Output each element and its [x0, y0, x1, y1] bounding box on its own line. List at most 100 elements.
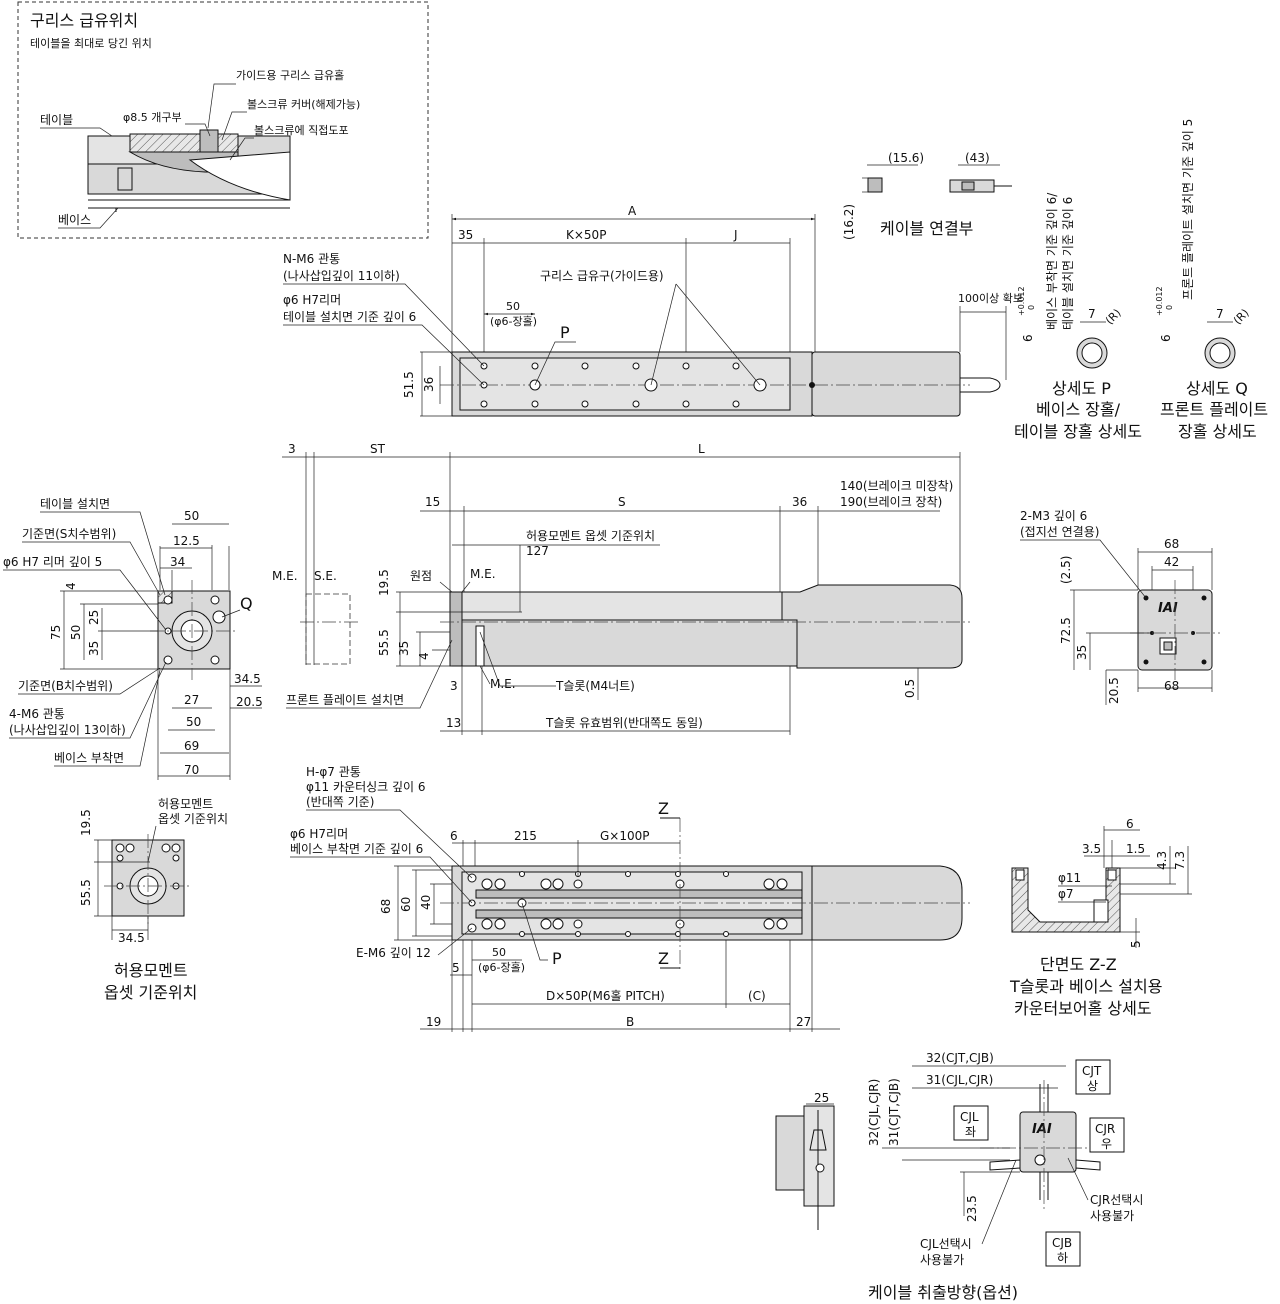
- side-dim-st: ST: [370, 442, 386, 456]
- exit-caption: 케이블 취출방향(옵션): [868, 1283, 1018, 1302]
- grease-label-5: 테이블: [40, 113, 73, 127]
- bottom-dim-40: 40: [419, 895, 433, 910]
- end-dim-35: 35: [87, 641, 101, 656]
- rear-dim-42: 42: [1164, 555, 1179, 569]
- dim-100: 100이상 확보: [958, 292, 1023, 305]
- end-view: 50 12.5 34 4 75 50 25 35 34.5 27 20.5 50…: [3, 497, 263, 780]
- moment-label-2: 옵셋 기준위치: [158, 812, 228, 826]
- end-label-phi6: φ6 H7 리머 깊이 5: [3, 555, 102, 569]
- detail-q-note: 프론트 플레이트 설치면 기준 깊이 5: [1181, 119, 1195, 300]
- grease-label-2: φ8.5 개구부: [123, 111, 182, 124]
- detail-q-tol-up: +0.012: [1155, 286, 1164, 316]
- zz-dim-5: 5: [1129, 940, 1143, 948]
- note-n-m6: N-M6 관통: [283, 252, 340, 266]
- exit-note-cjl-2: 사용불가: [920, 1253, 964, 1267]
- exit-box-cjl-dir: 좌: [965, 1125, 976, 1139]
- dim-35: 35: [458, 228, 473, 242]
- grease-label-6: 베이스: [58, 213, 91, 227]
- label-p-top: P: [560, 323, 570, 342]
- grease-inset: 구리스 급유위치 테이블을 최대로 당긴 위치 가이드용 구리스 급유홀 φ8.…: [17, 1, 429, 239]
- moment-view: 19.5 55.5 34.5 허용모멘트 옵셋 기준위치 허용모멘트 옵셋 기준…: [79, 797, 228, 1002]
- side-label-se: S.E.: [314, 569, 337, 583]
- rear-label-m3: 2-M3 깊이 6: [1020, 509, 1087, 523]
- end-label-table: 테이블 설치면: [40, 497, 110, 511]
- exit-box-cjb: CJB: [1052, 1236, 1072, 1250]
- exit-box-cjt-dir: 상: [1087, 1079, 1098, 1093]
- note-phi6: φ6 H7리머: [283, 293, 341, 307]
- zz-dim-4-3: 4.3: [1155, 851, 1169, 870]
- exit-note-cjr-1: CJR선택시: [1090, 1193, 1143, 1207]
- bottom-dim-5: 5: [452, 961, 460, 975]
- end-label-q: Q: [240, 594, 253, 613]
- side-label-front: 프론트 플레이트 설치면: [286, 693, 404, 707]
- moment-dim-19-5: 19.5: [79, 809, 93, 836]
- detail-p-caption-3: 테이블 장홀 상세도: [1014, 422, 1142, 441]
- bottom-dim-c: (C): [748, 989, 766, 1003]
- exit-box-cjr: CJR: [1095, 1122, 1115, 1136]
- detail-q-caption-1: 상세도 Q: [1186, 379, 1248, 398]
- end-label-base: 베이스 부착면: [54, 751, 124, 765]
- zz-dim-1-5: 1.5: [1126, 842, 1145, 856]
- moment-caption-2: 옵셋 기준위치: [104, 983, 197, 1002]
- detail-q-dim-7: 7: [1216, 307, 1224, 321]
- rear-dim-35: 35: [1075, 645, 1089, 660]
- end-dim-50b: 50: [186, 715, 201, 729]
- moment-label-1: 허용모멘트: [158, 797, 213, 811]
- zz-dim-phi7: φ7: [1058, 887, 1074, 901]
- end-label-ref-s: 기준면(S치수범위): [22, 527, 116, 541]
- exit-dim-32-cjl: 32(CJL,CJR): [867, 1079, 881, 1146]
- top-view: A 35 K×50P J 100이상 확보: [283, 204, 1023, 417]
- side-dim-3b: 3: [450, 679, 458, 693]
- side-dim-35: 35: [397, 641, 411, 656]
- zz-dim-phi11: φ11: [1058, 871, 1081, 885]
- end-dim-34-5: 34.5: [234, 672, 261, 686]
- end-label-4m6-depth: (나사삽입깊이 13이하): [9, 723, 126, 737]
- exit-note-cjl-1: CJL선택시: [920, 1237, 972, 1251]
- end-dim-34: 34: [170, 555, 185, 569]
- zz-dim-7-3: 7.3: [1173, 851, 1187, 870]
- bottom-dim-19: 19: [426, 1015, 441, 1029]
- side-label-tslot: T슬롯(M4너트): [555, 679, 635, 693]
- side-dim-0-5: 0.5: [903, 679, 917, 698]
- exit-dim-25: 25: [814, 1091, 829, 1105]
- bottom-view: Z Z 6 215 G×100P 68 60 40 H-φ7 관통 φ11 카운…: [290, 765, 970, 1032]
- detail-q-caption-2: 프론트 플레이트: [1160, 400, 1268, 419]
- side-dim-15: 15: [425, 495, 440, 509]
- bottom-label-z-top: Z: [658, 799, 669, 818]
- side-label-me: M.E.: [272, 569, 298, 583]
- zz-dim-6: 6: [1126, 817, 1134, 831]
- dim-j: J: [733, 228, 738, 242]
- zz-dim-3-5: 3.5: [1082, 842, 1101, 856]
- end-dim-75: 75: [49, 625, 63, 640]
- zz-caption-2: T슬롯과 베이스 설치용: [1009, 977, 1162, 996]
- rear-dim-72-5: 72.5: [1059, 617, 1073, 644]
- dim-a: A: [628, 204, 637, 218]
- cable-connector: (15.6) (43) (16.2) 케이블 연결부: [842, 151, 1012, 240]
- side-dim-127: 127: [526, 544, 549, 558]
- dim-43: (43): [965, 151, 990, 165]
- bottom-dim-60: 60: [399, 897, 413, 912]
- note-n-m6-depth: (나사삽입깊이 11이하): [283, 269, 400, 283]
- detail-q-caption-3: 장홀 상세도: [1178, 422, 1257, 441]
- bottom-view-holes: [467, 871, 788, 937]
- side-view: 3 ST L 15 S 36 140(브레이크 미장착) 190(브레이크 장착…: [272, 442, 970, 735]
- grease-label-4: 볼스크류에 직접도포: [254, 124, 349, 137]
- bottom-dim-6: 6: [450, 829, 458, 843]
- zz-caption-3: 카운터보어홀 상세도: [1014, 999, 1152, 1018]
- rear-label-m3-note: (접지선 연결용): [1020, 525, 1099, 539]
- bottom-dim-g100p: G×100P: [600, 829, 650, 843]
- dim-k50p: K×50P: [566, 228, 606, 242]
- detail-q-r: (R): [1231, 306, 1252, 327]
- side-dim-55-5: 55.5: [377, 629, 391, 656]
- moment-caption-1: 허용모멘트: [114, 961, 188, 980]
- grease-label-1: 가이드용 구리스 급유홀: [236, 69, 344, 82]
- exit-dim-31-cjl: 31(CJL,CJR): [926, 1073, 993, 1087]
- bottom-note-h2: φ11 카운터싱크 깊이 6: [306, 780, 426, 794]
- end-dim-50: 50: [184, 509, 199, 523]
- side-dim-140: 140(브레이크 미장착): [840, 479, 953, 493]
- side-label-me3: M.E.: [490, 677, 516, 691]
- end-dim-25: 25: [87, 610, 101, 625]
- exit-dim-23-5: 23.5: [965, 1195, 979, 1222]
- side-label-me2: M.E.: [470, 567, 496, 581]
